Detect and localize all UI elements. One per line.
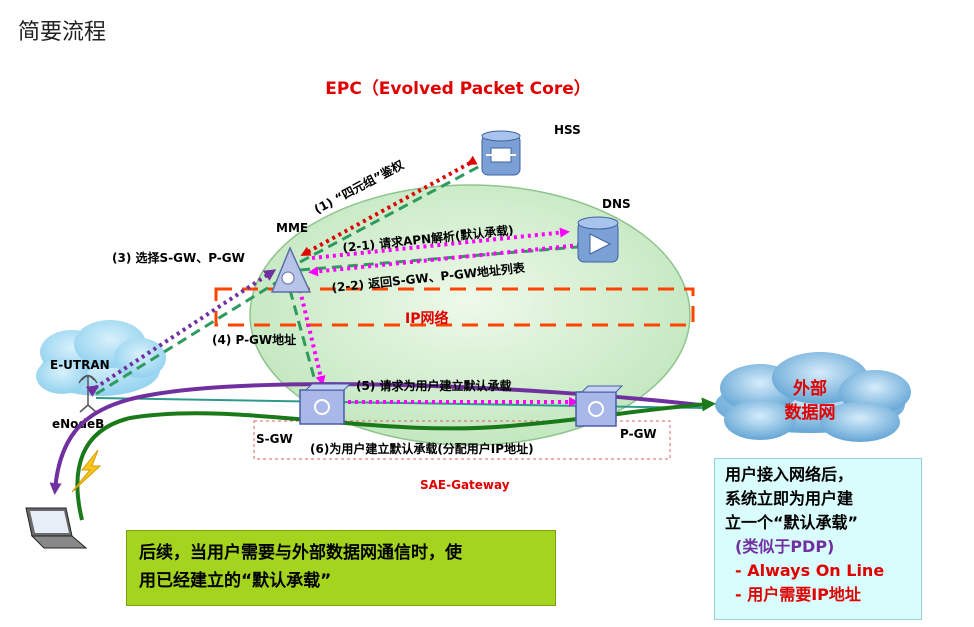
note-box-green: 后续，当用户需要与外部数据网通信时，使 用已经建立的“默认承载” (126, 530, 556, 606)
ip-network-box (214, 287, 695, 327)
enodeb-label: eNodeB (52, 417, 104, 431)
dns-server-icon (577, 216, 619, 263)
step2-1-arrow (311, 227, 570, 260)
step3-arrow (85, 269, 277, 397)
pgw-label: P-GW (620, 427, 657, 441)
pgw-node-icon (575, 385, 624, 427)
step5-label: (5) 请求为用户建立默认承载 (356, 378, 512, 393)
sgw-node-icon (299, 383, 352, 425)
external-network-cloud (715, 352, 911, 442)
step6-label: (6)为用户建立默认承载(分配用户IP地址) (310, 441, 534, 456)
step2-2-arrow (308, 243, 581, 277)
sae-gateway-box (253, 420, 671, 460)
note-right-line-1: 用户接入网络后， (725, 465, 854, 484)
note-box-cyan: 用户接入网络后， 系统立即为用户建 立一个“默认承载” (类似于PDP) - A… (714, 458, 922, 620)
bearer-purple-curve (49, 382, 701, 495)
note-left-line-1: 后续，当用户需要与外部数据网通信时，使 (139, 543, 462, 563)
e-utran-label: E-UTRAN (50, 358, 110, 372)
sgw-label: S-GW (256, 432, 293, 446)
dns-label: DNS (602, 197, 631, 211)
note-right-bullet-1: - Always On Line (735, 561, 885, 580)
ip-network-label: IP网络 (405, 310, 448, 327)
note-left-line-2: 用已经建立的“默认承载” (139, 571, 332, 591)
external-network-label-2: 数据网 (785, 402, 836, 423)
mme-sgw-link (288, 289, 320, 393)
sae-gateway-label: SAE-Gateway (420, 478, 510, 492)
external-network-label-1: 外部 (793, 378, 827, 399)
step4-arrow (298, 289, 326, 386)
step4-label: (4) P-GW地址 (212, 332, 296, 347)
note-right-bullet-2: - 用户需要IP地址 (735, 585, 861, 604)
hss-label: HSS (554, 123, 581, 137)
note-right-pdp: (类似于PDP) (735, 537, 835, 556)
mme-node-icon (270, 246, 312, 293)
hss-server-icon (481, 130, 521, 176)
epc-label: EPC（Evolved Packet Core） (325, 78, 591, 99)
note-right-line-3: 立一个“默认承载” (725, 513, 859, 532)
laptop-icon (25, 507, 88, 549)
step3-label: (3) 选择S-GW、P-GW (112, 250, 245, 265)
wireless-lightning-icon (71, 449, 102, 493)
page-title: 简要流程 (18, 20, 107, 45)
note-right-line-2: 系统立即为用户建 (725, 489, 854, 508)
mme-label: MME (276, 221, 308, 235)
